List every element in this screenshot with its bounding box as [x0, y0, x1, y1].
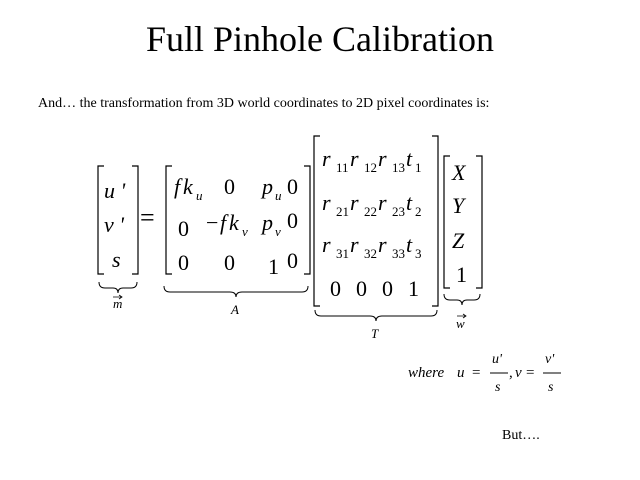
t-r1-c2-base: r	[350, 146, 359, 171]
t-r2-c4-base: t	[406, 190, 413, 215]
t-r1-c1-sub: 11	[336, 160, 349, 175]
a-r1-k: k	[183, 174, 194, 199]
where-comma: ,	[509, 365, 513, 381]
t-r3-c2-base: r	[350, 232, 359, 257]
t-r3-c4-sub: 3	[415, 246, 422, 261]
where-eq1: =	[472, 365, 480, 381]
a-r2-zero2: 0	[287, 208, 298, 233]
where-v: v	[515, 365, 522, 381]
label-w: w	[456, 316, 465, 331]
w-vector-brackets	[443, 155, 483, 289]
t-r1-c2-sub: 12	[364, 160, 377, 175]
label-w-arrow	[457, 313, 467, 319]
a-r1-zero: 0	[224, 174, 235, 199]
a-r2-minus: −	[206, 210, 218, 235]
a-r2-k: k	[229, 210, 240, 235]
t-r3-c3-sub: 33	[392, 246, 405, 261]
where-eq2: =	[526, 365, 534, 381]
a-r1-f: f	[174, 174, 183, 199]
a-r2-zero: 0	[178, 216, 189, 241]
t-r3-c1-sub: 31	[336, 246, 349, 261]
label-a: A	[230, 302, 239, 317]
t-r2-c1-base: r	[322, 190, 331, 215]
w-y: Y	[452, 193, 467, 218]
matrix-t-brackets	[313, 135, 439, 307]
lhs-u: u '	[104, 178, 126, 203]
where-word: where	[408, 365, 444, 381]
t-r1-c3-base: r	[378, 146, 387, 171]
a-r3-c1: 0	[178, 250, 189, 275]
lhs-s: s	[112, 247, 121, 272]
label-m: m	[113, 296, 122, 311]
where-num-u: u'	[492, 352, 503, 367]
t-r4-c4: 1	[408, 276, 419, 301]
where-clause: where u = u' s , v = v' s	[408, 352, 561, 395]
a-r1-p: p	[260, 174, 273, 199]
lhs-v: v '	[104, 212, 124, 237]
t-r3-c2-sub: 32	[364, 246, 377, 261]
t-r3-c1-base: r	[322, 232, 331, 257]
t-r3-c3-base: r	[378, 232, 387, 257]
t-r4-c3: 0	[382, 276, 393, 301]
a-r1-k-sub: u	[196, 188, 203, 203]
t-r1-c1-base: r	[322, 146, 331, 171]
a-r2-p: p	[260, 210, 273, 235]
t-r4-c2: 0	[356, 276, 367, 301]
t-r2-c2-base: r	[350, 190, 359, 215]
t-r1-c4-sub: 1	[415, 160, 422, 175]
a-r2-k-sub: v	[242, 224, 248, 239]
where-den-u: s	[495, 380, 501, 395]
a-r2-f: f	[220, 210, 229, 235]
t-r2-c3-base: r	[378, 190, 387, 215]
a-r1-zero2: 0	[287, 174, 298, 199]
a-r3-c4: 0	[287, 248, 298, 273]
w-one: 1	[456, 262, 467, 287]
footer-text: But….	[502, 428, 540, 443]
label-m-arrow	[113, 294, 123, 300]
underbraces	[98, 281, 481, 322]
t-r4-c1: 0	[330, 276, 341, 301]
where-den-v: s	[548, 380, 554, 395]
where-u: u	[457, 365, 465, 381]
where-num-v: v'	[545, 352, 555, 367]
equals-sign: =	[140, 203, 155, 232]
matrix-a-brackets	[165, 165, 311, 275]
w-z: Z	[452, 228, 465, 253]
label-t: T	[371, 326, 379, 341]
t-r3-c4-base: t	[406, 232, 413, 257]
t-r1-c4-base: t	[406, 146, 413, 171]
t-r2-c2-sub: 22	[364, 204, 377, 219]
a-r2-p-sub: v	[275, 224, 281, 239]
a-r3-c2: 0	[224, 250, 235, 275]
lhs-vector	[97, 165, 139, 275]
t-r2-c1-sub: 21	[336, 204, 349, 219]
slide-title: Full Pinhole Calibration	[146, 19, 494, 59]
a-r3-c3: 1	[268, 254, 279, 279]
t-r1-c3-sub: 13	[392, 160, 405, 175]
a-r1-p-sub: u	[275, 188, 282, 203]
t-r2-c4-sub: 2	[415, 204, 422, 219]
w-x: X	[451, 160, 467, 185]
t-r2-c3-sub: 23	[392, 204, 405, 219]
intro-text: And… the transformation from 3D world co…	[38, 96, 490, 111]
